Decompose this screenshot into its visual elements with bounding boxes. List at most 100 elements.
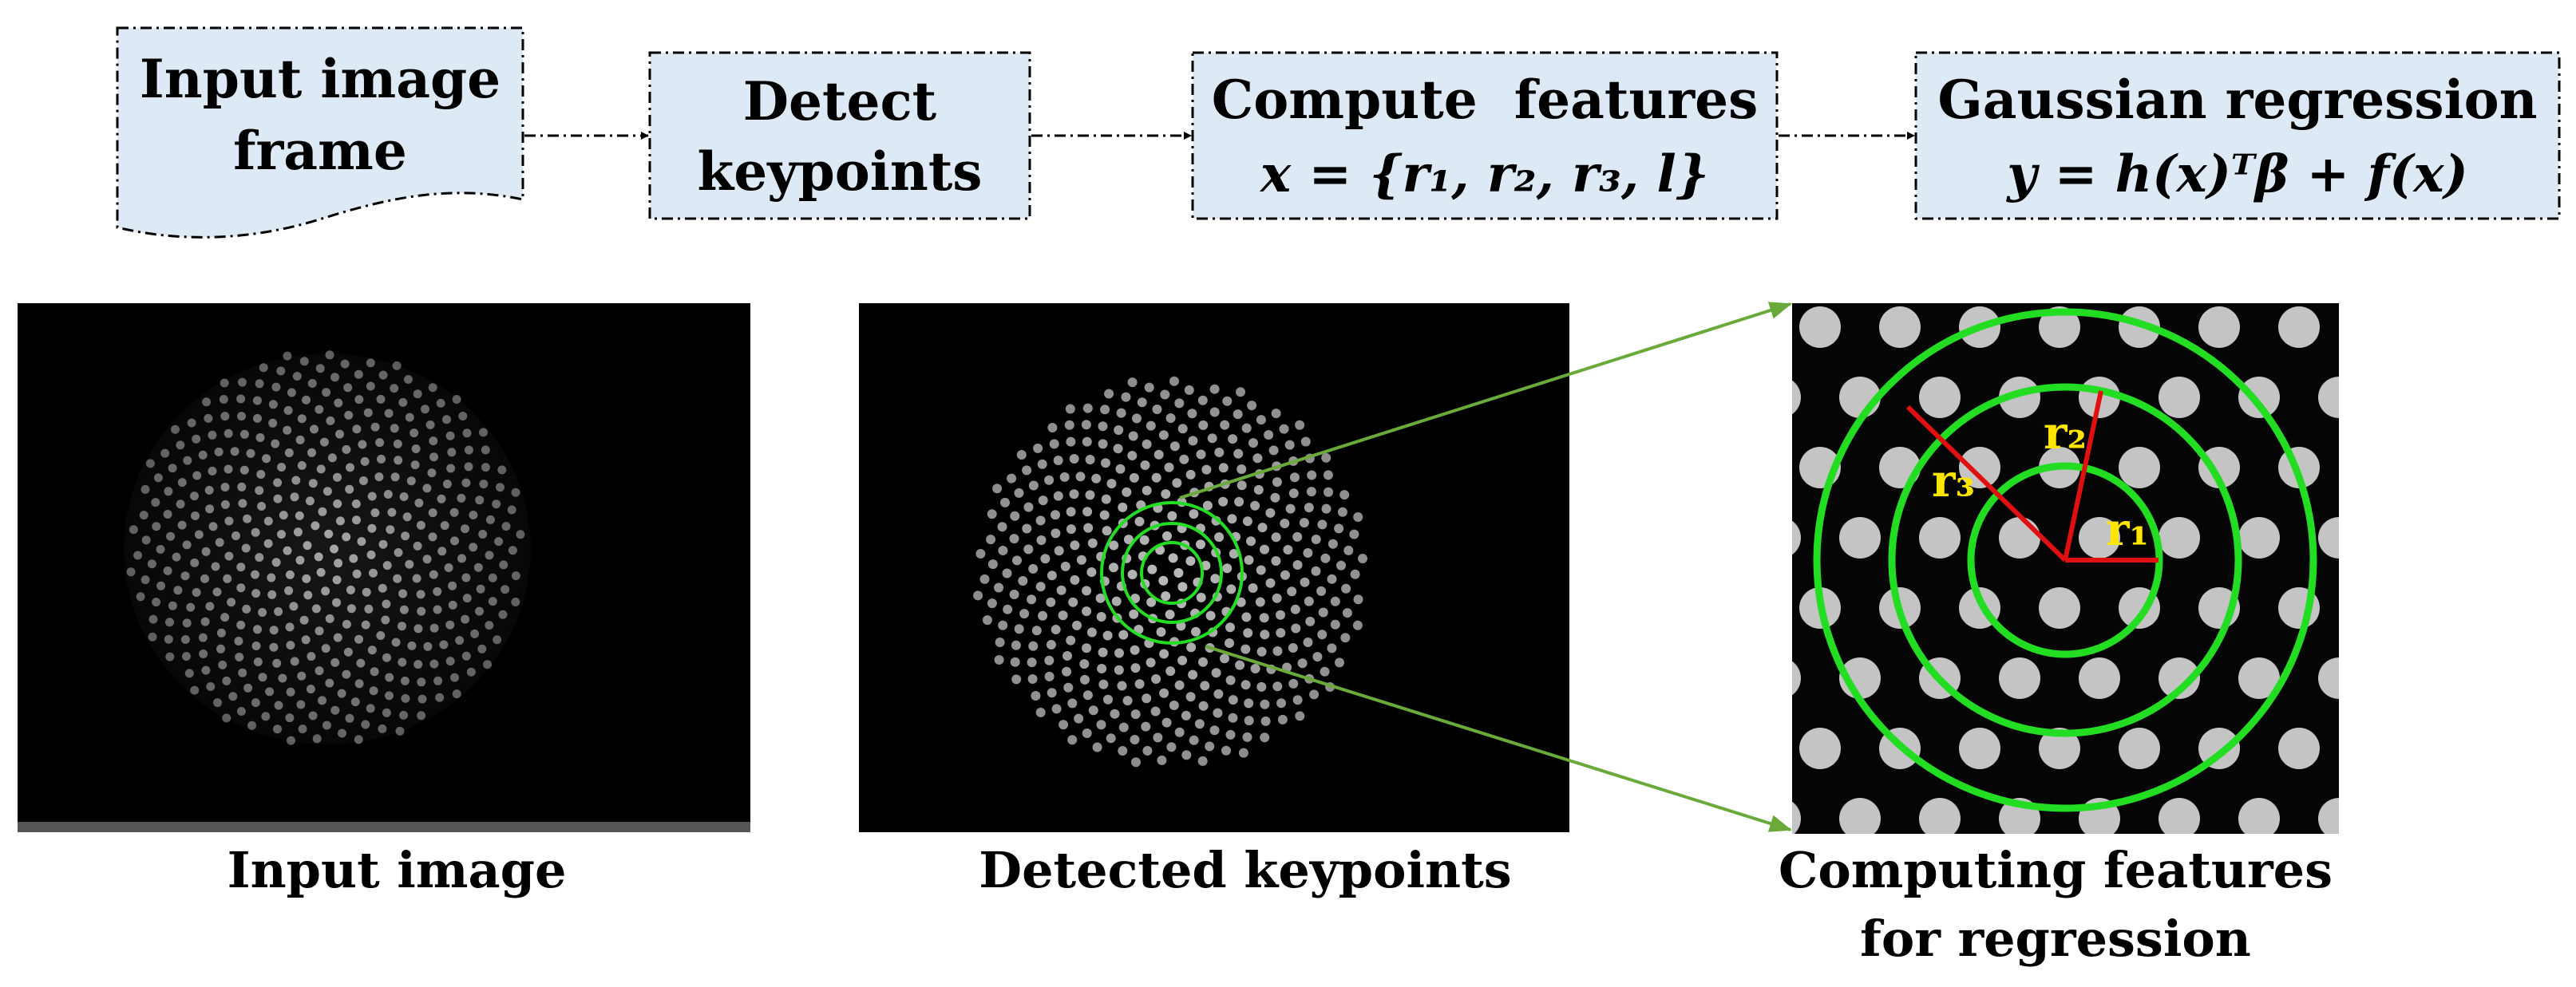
marker-dot <box>268 400 278 409</box>
marker-dot <box>366 381 375 391</box>
marker-dot <box>261 712 271 721</box>
marker-dot <box>272 658 282 668</box>
marker-dot <box>1198 657 1208 667</box>
marker-dot <box>1139 535 1150 545</box>
marker-dot <box>344 410 354 420</box>
marker-dot <box>414 498 424 507</box>
marker-dot <box>1241 644 1251 654</box>
marker-dot <box>414 660 423 669</box>
marker-dot <box>1068 597 1078 607</box>
marker-dot <box>464 462 473 472</box>
marker-dot <box>1101 458 1110 468</box>
marker-dot <box>1144 382 1154 393</box>
marker-dot <box>307 379 317 388</box>
marker-dot <box>1292 695 1303 705</box>
marker-dot <box>239 465 249 475</box>
marker-dot <box>283 351 292 361</box>
marker-dot <box>267 590 277 599</box>
marker-dot <box>1276 628 1286 638</box>
marker-dot <box>2438 587 2479 629</box>
marker-dot <box>423 642 433 651</box>
marker-dot <box>293 527 303 537</box>
marker-dot <box>1237 464 1247 474</box>
marker-dot <box>1271 532 1281 543</box>
marker-dot <box>1027 674 1038 684</box>
marker-dot <box>461 573 471 582</box>
marker-dot <box>156 581 166 590</box>
marker-dot <box>238 668 247 677</box>
marker-dot <box>358 476 368 485</box>
marker-dot <box>283 425 292 435</box>
marker-dot <box>1256 681 1267 692</box>
marker-dot <box>1169 441 1180 452</box>
marker-dot <box>1116 408 1126 418</box>
marker-dot <box>1330 619 1340 630</box>
marker-dot <box>228 692 238 701</box>
marker-dot <box>488 573 497 582</box>
marker-dot <box>1028 563 1039 574</box>
marker-dot <box>1062 651 1072 661</box>
marker-dot <box>475 495 485 505</box>
marker-dot <box>287 388 296 397</box>
marker-dot <box>139 511 148 520</box>
marker-dot <box>145 459 155 468</box>
marker-dot <box>457 493 466 503</box>
flow-box-input-frame <box>116 26 524 239</box>
marker-dot <box>342 669 351 679</box>
marker-dot <box>1276 698 1286 709</box>
marker-dot <box>2358 728 2400 769</box>
marker-dot <box>1272 477 1282 488</box>
marker-dot <box>1134 679 1145 689</box>
marker-dot <box>1161 591 1171 602</box>
marker-dot <box>1304 503 1314 513</box>
marker-dot <box>367 523 377 533</box>
marker-dot <box>1082 728 1092 738</box>
marker-dot <box>1022 523 1032 534</box>
marker-dot <box>428 383 437 393</box>
marker-dot <box>1290 604 1300 614</box>
marker-dot <box>1237 480 1247 491</box>
marker-dot <box>1919 377 1961 418</box>
marker-dot <box>208 466 217 476</box>
marker-dot <box>1295 420 1305 430</box>
marker-dot <box>335 429 344 439</box>
marker-dot <box>383 490 393 499</box>
marker-dot <box>462 428 472 438</box>
marker-dot <box>237 412 246 421</box>
marker-dot <box>222 676 231 685</box>
marker-dot <box>1328 539 1338 549</box>
marker-dot <box>1065 404 1075 414</box>
marker-dot <box>1063 682 1074 693</box>
marker-dot <box>1919 798 1961 834</box>
marker-dot <box>1058 720 1069 730</box>
marker-dot <box>274 607 283 616</box>
marker-dot <box>1147 564 1157 574</box>
label-r1: r₁ <box>2106 503 2149 556</box>
marker-dot <box>366 550 376 559</box>
marker-dot <box>427 468 437 478</box>
marker-dot <box>316 567 326 577</box>
marker-dot <box>1248 583 1258 593</box>
detected-keypoints-panel <box>859 303 1569 832</box>
marker-dot <box>1081 420 1091 430</box>
marker-dot <box>302 574 311 583</box>
detected-keypoints-caption: Detected keypoints <box>979 841 1511 899</box>
marker-dot <box>417 711 426 721</box>
marker-dot <box>1323 470 1333 480</box>
marker-dot <box>1028 641 1039 651</box>
marker-dot <box>192 588 201 597</box>
marker-dot <box>1341 583 1351 594</box>
marker-dot <box>987 598 997 609</box>
marker-dot <box>1074 713 1084 724</box>
marker-dot <box>198 450 208 460</box>
marker-dot <box>469 543 478 552</box>
marker-dot <box>428 508 437 518</box>
marker-dot <box>1142 745 1153 756</box>
marker-dot <box>2478 377 2519 418</box>
marker-dot <box>1228 695 1238 705</box>
flow-step3-equation: x = {r₁, r₂, r₃, l} <box>1259 144 1709 204</box>
marker-dot <box>286 641 295 650</box>
marker-dot <box>391 638 401 647</box>
marker-dot <box>511 598 520 606</box>
flow-step1-line2: frame <box>233 120 407 182</box>
